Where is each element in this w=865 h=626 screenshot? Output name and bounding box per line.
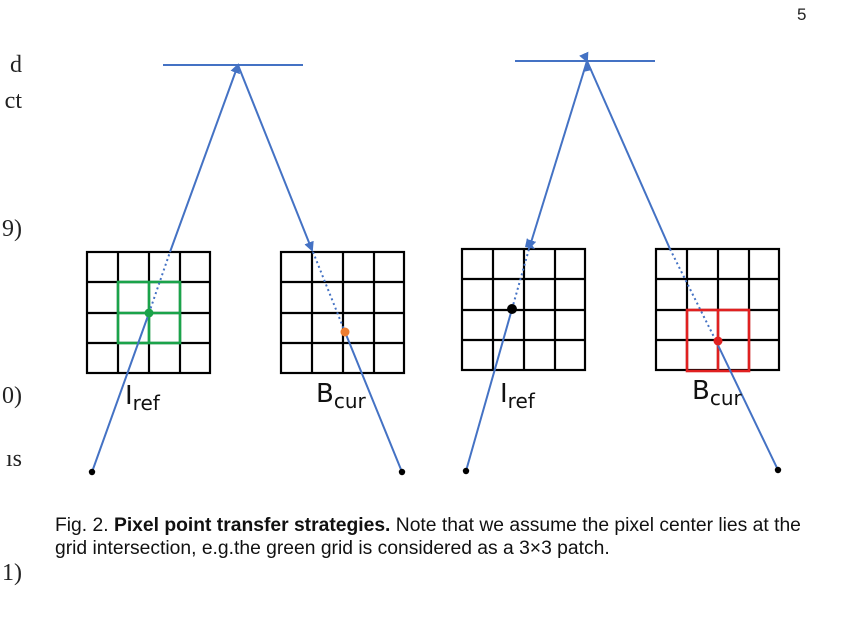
- camera-center-dot: [462, 467, 470, 475]
- label-bcur-right: Bcur: [692, 376, 743, 410]
- black-point: [507, 304, 517, 314]
- rays-right: [465, 51, 779, 472]
- pixel-transfer-figure: Iref Bcur Iref Bcur: [85, 51, 782, 476]
- camera-center-dot: [398, 468, 406, 476]
- orange-point: [340, 327, 350, 337]
- margin-text-fragment: 9): [2, 216, 22, 242]
- caption-prefix: Fig. 2.: [55, 515, 109, 536]
- margin-text-fragment: ıs: [5, 446, 22, 472]
- label-bcur-left: Bcur: [316, 379, 367, 413]
- margin-text-fragment: 1): [2, 560, 22, 586]
- figure-caption: Fig. 2. Pixel point transfer strategies.…: [55, 514, 815, 560]
- green-point: [144, 308, 154, 318]
- caption-title: Pixel point transfer strategies.: [113, 515, 391, 536]
- margin-text-fragment: d: [10, 52, 22, 78]
- caption-text: Note that we assume the pixel center lie…: [55, 515, 801, 559]
- page-number: 5: [797, 5, 807, 24]
- rays-left: [91, 63, 403, 473]
- grid-iref-right: [460, 247, 587, 372]
- margin-text-fragment: ct: [4, 88, 22, 114]
- label-iref-left: Iref: [125, 381, 161, 415]
- margin-text-fragment: 0): [2, 383, 22, 409]
- arrowhead-right-up: [583, 60, 592, 72]
- arrowhead-right-down: [525, 238, 535, 249]
- camera-center-dot: [774, 466, 782, 474]
- camera-center-dot: [88, 468, 96, 476]
- grid-bcur-left: [279, 250, 406, 375]
- label-iref-right: Iref: [500, 379, 536, 413]
- red-point: [713, 336, 723, 346]
